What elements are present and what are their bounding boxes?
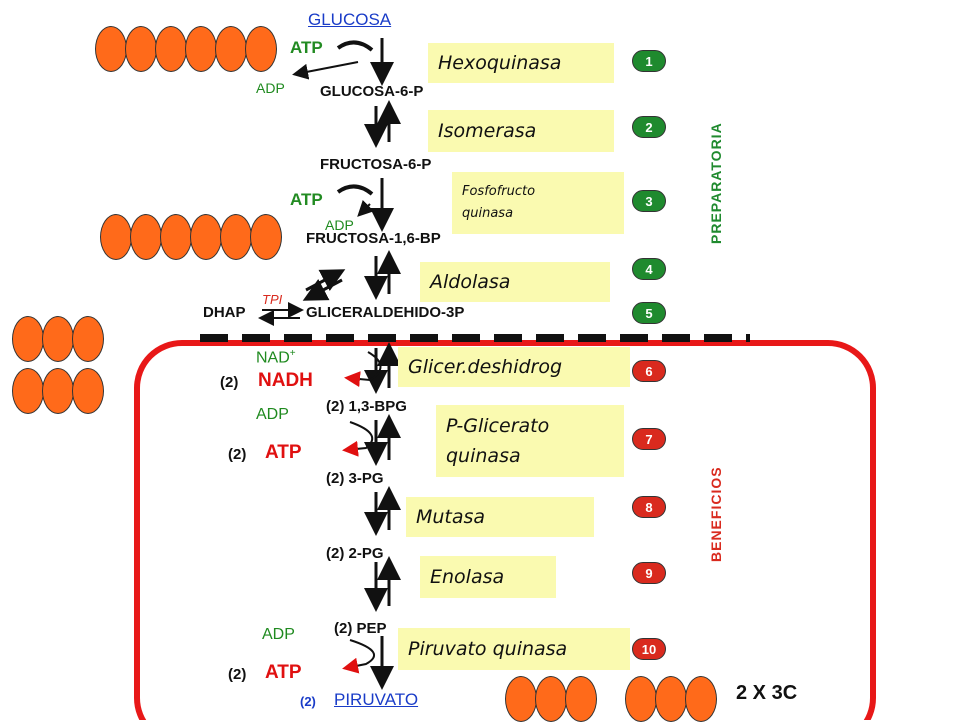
- reversible-arrow-2: [364, 100, 401, 148]
- enzyme-hexoquinasa: Hexoquinasa: [428, 43, 614, 83]
- carbon-bead: [535, 676, 567, 722]
- dhap-reversible-arrow: [302, 269, 346, 301]
- carbon-bead: [72, 316, 104, 362]
- enzyme-glicer-deshidrog: Glicer.deshidrog: [398, 347, 630, 387]
- metabolite-f16bp: FRUCTOSA-1,6-BP: [306, 230, 441, 247]
- atp-curve-7: [342, 421, 374, 457]
- metabolite-2pg: (2) 2-PG: [326, 545, 384, 562]
- carbon-bead: [625, 676, 657, 722]
- metabolite-dhap: DHAP: [203, 304, 246, 321]
- step-badge-5: 5: [632, 302, 666, 324]
- carbon-bead: [250, 214, 282, 260]
- carbon-bead: [190, 214, 222, 260]
- carbon-bead: [245, 26, 277, 72]
- reversible-arrow-9: [364, 556, 401, 612]
- carbon-bead: [220, 214, 252, 260]
- carbon-bead: [12, 316, 44, 362]
- tpi-arrows: [258, 302, 304, 326]
- atp-input-1: ATP: [290, 38, 323, 57]
- carbon-bead: [685, 676, 717, 722]
- carbon-bead: [565, 676, 597, 722]
- carbon-bead: [160, 214, 192, 260]
- reversible-arrow-6: [364, 342, 401, 394]
- carbon-bead: [130, 214, 162, 260]
- nadh-count: (2): [220, 374, 239, 391]
- step-badge-6: 6: [632, 360, 666, 382]
- enzyme-isomerasa: Isomerasa: [428, 110, 614, 152]
- carbon-bead: [12, 368, 44, 414]
- atp-curve-3: [336, 184, 374, 196]
- reversible-arrow-4: [364, 250, 401, 300]
- metabolite-bpg: (2) 1,3-BPG: [326, 398, 407, 415]
- atp-curve-1: [336, 40, 374, 52]
- enzyme-enolasa: Enolasa: [420, 556, 556, 598]
- adp-arrow-3: [357, 199, 375, 217]
- metabolite-g3p: GLICERALDEHIDO-3P: [306, 304, 465, 321]
- nadh-curve: [344, 351, 382, 388]
- carbon-bead: [42, 316, 74, 362]
- step-badge-4: 4: [632, 258, 666, 280]
- step-badge-3: 3: [632, 190, 666, 212]
- step-badge-9: 9: [632, 562, 666, 584]
- benefits-box: [134, 340, 876, 720]
- step-badge-2: 2: [632, 116, 666, 138]
- tpi-label: TPI: [262, 292, 283, 307]
- step-badge-7: 7: [632, 428, 666, 450]
- metabolite-3pg: (2) 3-PG: [326, 470, 384, 487]
- enzyme-piruvato-quinasa: Piruvato quinasa: [398, 628, 630, 670]
- phase-label-preparatoria: PREPARATORIA: [708, 122, 724, 244]
- atp-output-10: ATP: [265, 662, 302, 683]
- nadh-output: NADH: [258, 370, 313, 391]
- carbon-bead: [155, 26, 187, 72]
- nad-input: NAD+: [256, 348, 296, 367]
- pyruvate-count: (2): [300, 694, 316, 709]
- carbon-bead: [42, 368, 74, 414]
- carbon-bead: [100, 214, 132, 260]
- carbon-bead: [125, 26, 157, 72]
- atp-count-7: (2): [228, 446, 247, 463]
- pyruvate-link[interactable]: PIRUVATO: [334, 690, 419, 709]
- carbon-bead: [185, 26, 217, 72]
- carbon-bead: [215, 26, 247, 72]
- adp-input-7: ADP: [256, 406, 289, 423]
- metabolite-g6p: GLUCOSA-6-P: [320, 83, 424, 100]
- glucose-link[interactable]: GLUCOSA: [308, 10, 392, 29]
- phase-label-beneficios: BENEFICIOS: [708, 466, 724, 562]
- reversible-arrow-7: [364, 414, 401, 466]
- step-badge-10: 10: [632, 638, 666, 660]
- enzyme-mutasa: Mutasa: [406, 497, 594, 537]
- carbon-bead: [72, 368, 104, 414]
- atp-output-7: ATP: [265, 442, 302, 463]
- adp-input-10: ADP: [262, 626, 295, 643]
- metabolite-pep: (2) PEP: [334, 620, 387, 637]
- adp-output-3: ADP: [325, 217, 354, 233]
- enzyme-aldolasa: Aldolasa: [420, 262, 610, 302]
- adp-arrow-1: [292, 61, 359, 80]
- step-badge-8: 8: [632, 496, 666, 518]
- reversible-arrow-8: [364, 486, 401, 536]
- step-badge-1: 1: [632, 50, 666, 72]
- atp-input-3: ATP: [290, 190, 323, 209]
- atp-curve-10: [342, 639, 376, 674]
- carbon-bead: [95, 26, 127, 72]
- carbon-bead: [655, 676, 687, 722]
- carbon-bead: [505, 676, 537, 722]
- adp-output-1: ADP: [256, 80, 285, 96]
- enzyme-fosfofructoquinasa: Fosfofructo quinasa: [452, 172, 624, 234]
- metabolite-f6p: FRUCTOSA-6-P: [320, 156, 432, 173]
- atp-count-10: (2): [228, 666, 247, 683]
- enzyme-p-glicerato-quinasa: P-Glicerato quinasa: [436, 405, 624, 477]
- result-label: 2 X 3C: [736, 682, 798, 704]
